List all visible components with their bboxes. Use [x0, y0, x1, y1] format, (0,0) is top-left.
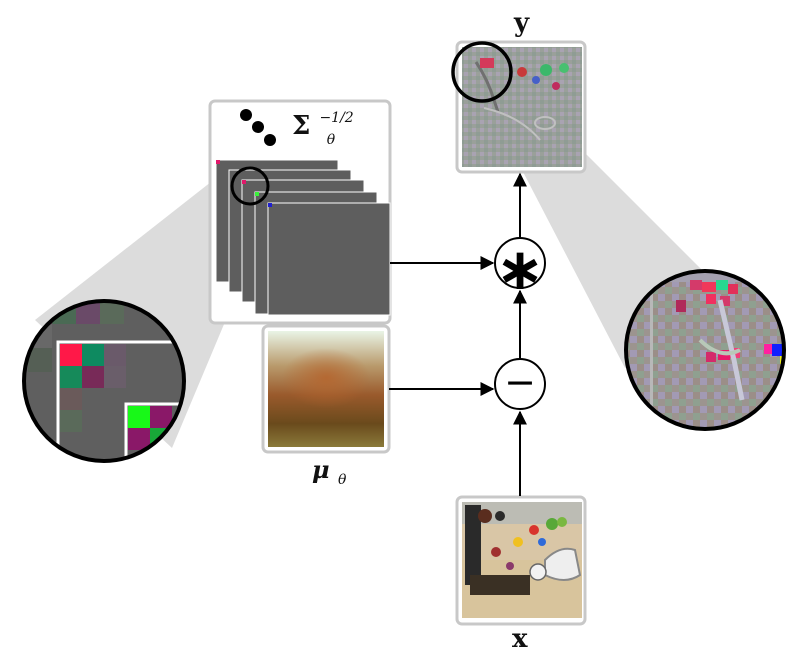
sigma-label: Σ −1/2 θ [292, 99, 363, 148]
mu-symbol: μ [312, 455, 330, 484]
x-label: x [512, 624, 528, 654]
left-zoom-detail [24, 301, 184, 461]
sigma-zoom-marker [230, 166, 270, 206]
subtract-operator [494, 358, 546, 410]
y-label: y [513, 8, 530, 38]
mu-label: μ θ [312, 455, 347, 488]
sigma-symbol: Σ [292, 111, 310, 141]
sigma-stack [215, 159, 391, 316]
sigma-superscript: −1/2 [319, 110, 353, 126]
multiply-operator [494, 237, 546, 289]
sigma-dots-icon [240, 109, 276, 146]
x-image [462, 502, 582, 618]
y-zoom-marker [451, 41, 513, 103]
y-image [462, 47, 582, 167]
subtract-symbol: − [504, 360, 536, 404]
mu-subscript: θ [338, 472, 347, 488]
sigma-subscript: θ [327, 132, 336, 148]
